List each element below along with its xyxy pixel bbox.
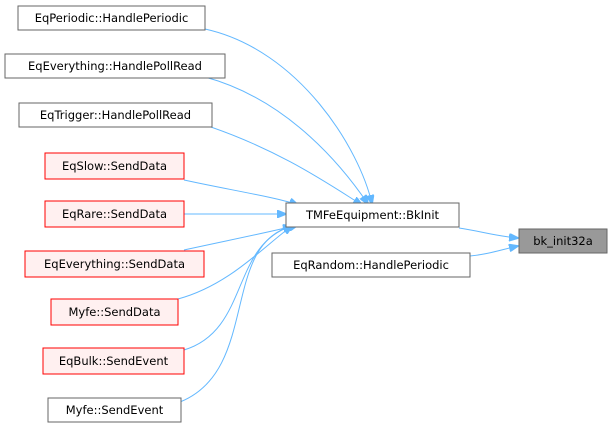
edge-eq-bulk-to-bkinit — [183, 226, 292, 351]
node-eq-bulk-send-event[interactable]: EqBulk::SendEvent — [42, 347, 185, 375]
node-label: EqBulk::SendEvent — [59, 354, 169, 368]
edge-eq-periodic-to-bkinit — [204, 28, 372, 204]
node-myfe-send-data[interactable]: Myfe::SendData — [50, 298, 179, 326]
edge-eq-slow-to-bkinit — [183, 179, 298, 205]
node-label: TMFeEquipment::BkInit — [305, 208, 440, 222]
node-myfe-send-event[interactable]: Myfe::SendEvent — [47, 397, 182, 423]
node-label: Myfe::SendEvent — [66, 403, 164, 417]
node-eq-trigger-handle-poll-read[interactable]: EqTrigger::HandlePollRead — [18, 102, 213, 128]
edge-eq-trigger-poll-to-bkinit — [204, 124, 362, 205]
edge-bkinit-to-bk-init32a — [458, 227, 518, 238]
edge-eq-everything-poll-to-bkinit — [204, 76, 368, 204]
node-label: EqEverything::SendData — [44, 257, 185, 271]
nodes: EqPeriodic::HandlePeriodic EqEverything:… — [4, 5, 608, 423]
node-label: EqRandom::HandlePeriodic — [293, 258, 449, 272]
node-eq-random-handle-periodic[interactable]: EqRandom::HandlePeriodic — [271, 252, 471, 278]
node-tmfe-equipment-bk-init[interactable]: TMFeEquipment::BkInit — [285, 202, 460, 228]
node-label: EqEverything::HandlePollRead — [28, 59, 202, 73]
node-label: EqPeriodic::HandlePeriodic — [35, 11, 189, 25]
node-eq-everything-handle-poll-read[interactable]: EqEverything::HandlePollRead — [4, 53, 226, 79]
node-label: bk_init32a — [533, 234, 593, 248]
edge-myfe-send-data-to-bkinit — [177, 226, 292, 300]
edge-myfe-send-event-to-bkinit — [179, 226, 292, 403]
node-label: EqSlow::SendData — [62, 159, 167, 173]
edges — [177, 28, 518, 403]
edge-eq-random-to-bk-init32a — [469, 246, 518, 257]
node-label: EqRare::SendData — [62, 207, 167, 221]
edge-eq-everything-send-to-bkinit — [183, 225, 298, 251]
node-eq-everything-send-data[interactable]: EqEverything::SendData — [24, 250, 205, 278]
node-label: EqTrigger::HandlePollRead — [40, 108, 191, 122]
node-bk-init32a[interactable]: bk_init32a — [518, 228, 608, 254]
node-eq-periodic-handle-periodic[interactable]: EqPeriodic::HandlePeriodic — [17, 5, 206, 31]
node-label: Myfe::SendData — [68, 305, 160, 319]
node-eq-rare-send-data[interactable]: EqRare::SendData — [44, 200, 185, 228]
node-eq-slow-send-data[interactable]: EqSlow::SendData — [44, 152, 185, 180]
